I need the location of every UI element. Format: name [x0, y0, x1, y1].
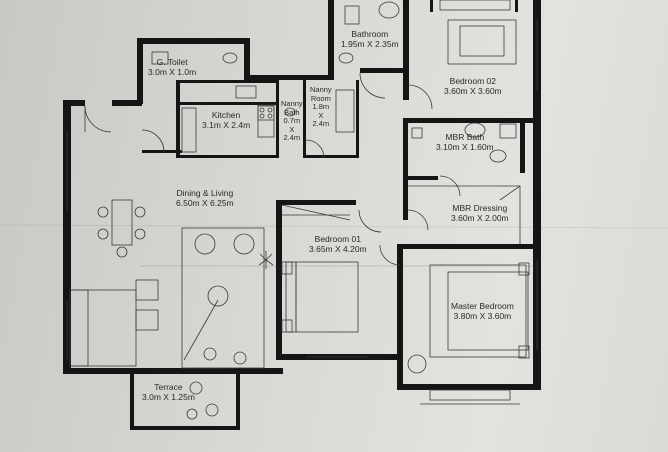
room-label-mbr-dressing: MBR Dressing 3.60m X 2.00m: [451, 203, 509, 223]
room-size: 2.4m: [283, 133, 301, 142]
room-name: Nanny: [310, 85, 332, 94]
room-name: Bedroom 01: [314, 234, 361, 244]
room-size: 6.50m X 6.25m: [176, 197, 234, 208]
furniture: [69, 0, 530, 420]
room-name: Nanny: [281, 99, 303, 108]
room-label-kitchen: Kitchen 3.1m X 2.4m: [202, 110, 251, 130]
room-name: Room: [310, 93, 331, 103]
room-size: 3.80m X 3.60m: [453, 310, 512, 321]
room-name: MBR Bath: [445, 132, 485, 142]
room-label-bedroom-02: Bedroom 02 3.60m X 3.60m: [444, 76, 502, 96]
doors: [84, 72, 461, 266]
room-name: Kitchen: [211, 110, 241, 120]
room-size: 3.60m X 3.60m: [444, 85, 502, 96]
room-size: 2.4m: [312, 119, 330, 128]
room-name: G. Toilet: [156, 57, 188, 67]
room-name: Bedroom 02: [449, 76, 496, 86]
watermark: [0, 224, 668, 267]
room-size: 3.0m X 1.25m: [142, 391, 195, 402]
room-size: 3.1m X 2.4m: [202, 119, 251, 130]
room-name: Master Bedroom: [451, 301, 514, 311]
room-size: 3.0m X 1.0m: [148, 66, 197, 77]
room-name: Bathroom: [351, 29, 389, 39]
room-label-nanny-room: Nanny Room 1.8m X 2.4m: [310, 85, 332, 129]
room-label-master-bedroom: Master Bedroom 3.80m X 3.60m: [451, 301, 514, 321]
room-name: Terrace: [154, 382, 183, 392]
room-label-bedroom-01: Bedroom 01 3.65m X 4.20m: [309, 234, 367, 254]
room-label-g-toilet: G. Toilet 3.0m X 1.0m: [148, 57, 197, 77]
room-name: MBR Dressing: [452, 203, 508, 213]
room-size: 3.60m X 2.00m: [451, 212, 509, 223]
room-size: X: [318, 110, 324, 120]
room-size: X: [289, 124, 295, 134]
room-label-bathroom: Bathroom 1.95m X 2.35m: [341, 29, 399, 49]
room-size: 1.95m X 2.35m: [341, 38, 399, 49]
room-size: 0.7m: [283, 116, 301, 125]
room-size: 1.8m: [312, 102, 330, 111]
room-size: 3.65m X 4.20m: [309, 243, 367, 254]
room-label-terrace: Terrace 3.0m X 1.25m: [142, 382, 195, 402]
room-label-dining-living: Dining & Living 6.50m X 6.25m: [176, 188, 234, 208]
room-name: Dining & Living: [176, 188, 234, 198]
room-label-mbr-bath: MBR Bath 3.10m X 1.60m: [436, 132, 494, 152]
thin-lines: [66, 20, 538, 405]
room-size: 3.10m X 1.60m: [436, 141, 494, 152]
room-name: Bath: [284, 107, 300, 117]
room-label-nanny-bath: Nanny Bath 0.7m X 2.4m: [281, 99, 303, 143]
